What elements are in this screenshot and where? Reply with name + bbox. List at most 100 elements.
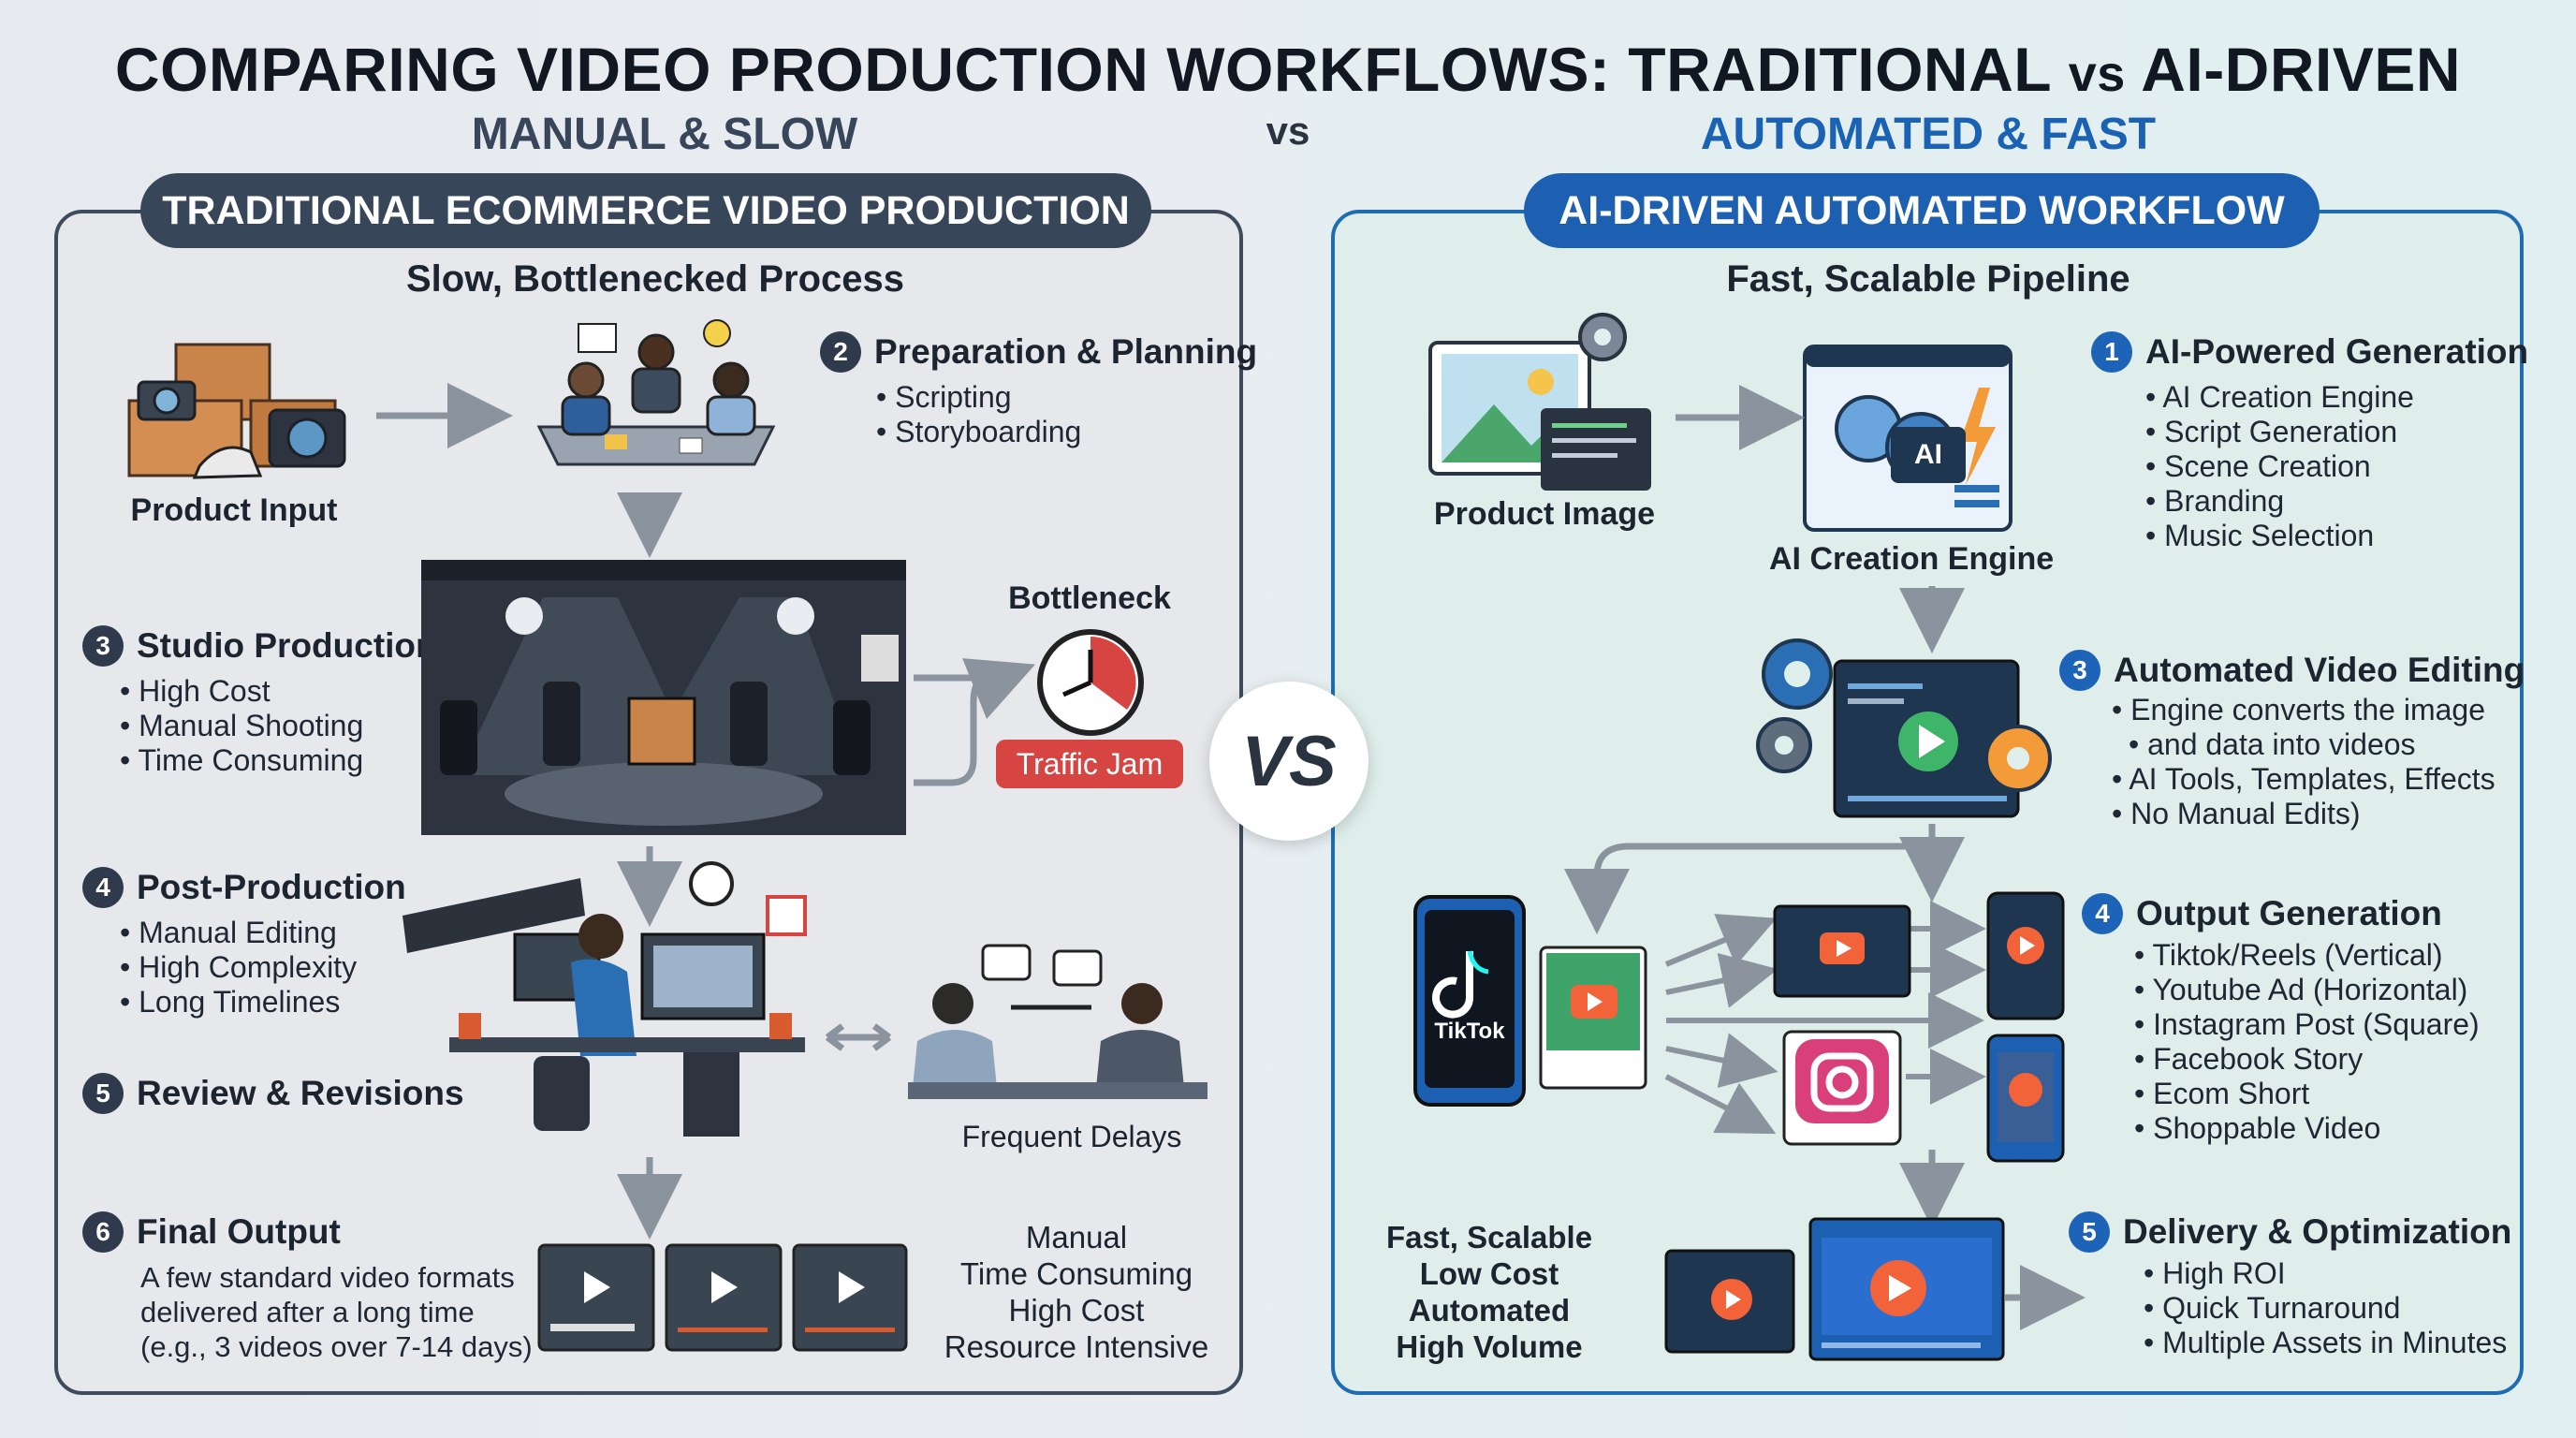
ai-step-1-bullet: Branding	[2145, 484, 2414, 519]
ai-step-4-bullet: Ecom Short	[2134, 1077, 2480, 1111]
final-output-videos	[537, 1243, 908, 1352]
summary-line: Time Consuming	[959, 1256, 1193, 1291]
ai-step-1-title: AI-Powered Generation	[2145, 332, 2529, 371]
title-part-traditional: COMPARING VIDEO PRODUCTION WORKFLOWS: TR…	[114, 35, 2051, 104]
ai-step-4-badge: 4	[2082, 893, 2123, 934]
traffic-jam-badge: Traffic Jam	[996, 740, 1183, 788]
ai-step-5-title: Delivery & Optimization	[2123, 1212, 2512, 1251]
product-image-label: Product Image	[1433, 496, 1656, 532]
ai-chip: AI	[1891, 427, 1966, 483]
ai-step-3: 3 Automated Video Editing	[2059, 650, 2525, 691]
ai-step-5-badge: 5	[2069, 1211, 2110, 1253]
video-thumbnail-3	[792, 1243, 908, 1352]
youtube-ad-icon	[1773, 904, 1911, 998]
ai-step-5-bullet: Multiple Assets in Minutes	[2144, 1326, 2507, 1360]
traditional-step-5: 5 Review & Revisions	[82, 1073, 464, 1114]
step-3-bullet: High Cost	[120, 674, 363, 709]
step-2-bullet: Storyboarding	[876, 415, 1081, 449]
step-4-bullet: High Complexity	[120, 950, 357, 985]
ai-step-3-bullet: and data into videos	[2112, 727, 2496, 762]
review-meeting-illustration	[908, 944, 1208, 1099]
ai-step-4-bullet: Youtube Ad (Horizontal)	[2134, 973, 2480, 1007]
step-6-description: A few standard video formats delivered a…	[140, 1260, 533, 1364]
product-image-icon	[1428, 313, 1651, 491]
step-3-bullet: Manual Shooting	[120, 709, 363, 743]
center-vs-label: vs	[1266, 109, 1310, 153]
step-2-bullets: Scripting Storyboarding	[876, 380, 1081, 449]
title-vs: vs	[2068, 46, 2126, 102]
ai-step-3-badge: 3	[2059, 650, 2100, 691]
ai-step-4-title: Output Generation	[2136, 894, 2442, 932]
ai-step-4-bullet: Shoppable Video	[2134, 1111, 2480, 1146]
summary-line: Automated	[1408, 1293, 1571, 1328]
ai-step-4-bullet: Instagram Post (Square)	[2134, 1007, 2480, 1042]
facebook-story-icon	[1986, 1034, 2065, 1163]
ai-engine-label: AI Creation Engine	[1769, 541, 2055, 577]
bottleneck-label: Bottleneck	[1008, 580, 1171, 616]
traditional-summary: Manual Time Consuming High Cost Resource…	[927, 1219, 1226, 1365]
product-input-label: Product Input	[130, 492, 338, 528]
summary-line: Fast, Scalable	[1385, 1220, 1593, 1255]
step-4-bullets: Manual Editing High Complexity Long Time…	[120, 916, 357, 1020]
traditional-step-6: 6 Final Output	[82, 1211, 341, 1253]
ai-step-3-bullets: Engine converts the image and data into …	[2112, 693, 2496, 831]
delivery-screens-illustration	[1664, 1217, 2005, 1361]
ai-step-5: 5 Delivery & Optimization	[2069, 1211, 2511, 1253]
summary-line: High Cost	[1008, 1293, 1145, 1328]
step-6-title: Final Output	[137, 1212, 341, 1251]
step-3-bullet: Time Consuming	[120, 743, 364, 778]
ai-subtitle: Fast, Scalable Pipeline	[1726, 258, 2130, 300]
ai-step-3-bullet: No Manual Edits)	[2112, 797, 2496, 831]
ai-step-3-title: Automated Video Editing	[2114, 651, 2525, 689]
vs-badge-text: VS	[1241, 721, 1337, 801]
step-4-title: Post-Production	[137, 868, 406, 906]
vs-badge: VS	[1209, 682, 1368, 841]
step-2-title: Preparation & Planning	[874, 332, 1258, 371]
ai-step-5-bullets: High ROI Quick Turnaround Multiple Asset…	[2144, 1256, 2507, 1360]
traditional-step-2: 2 Preparation & Planning	[820, 331, 1257, 373]
ai-step-1-bullet: Scene Creation	[2145, 449, 2414, 484]
step-6-badge: 6	[82, 1211, 124, 1253]
ai-step-4-bullet: Facebook Story	[2134, 1042, 2480, 1077]
step-3-bullets: High Cost Manual Shooting Time Consuming	[120, 674, 364, 778]
ai-summary: Fast, Scalable Low Cost Automated High V…	[1354, 1219, 1625, 1365]
step-4-bullet: Long Timelines	[120, 985, 357, 1020]
step-5-title: Review & Revisions	[137, 1074, 464, 1112]
ai-step-1-bullet: Script Generation	[2145, 415, 2414, 449]
video-thumbnail-1	[537, 1243, 655, 1352]
ai-step-1-bullet: Music Selection	[2145, 519, 2414, 553]
studio-production-illustration	[421, 560, 906, 835]
step-4-badge: 4	[82, 867, 124, 908]
ai-step-3-bullet-continuation: and data into videos	[2147, 727, 2416, 761]
traditional-step-4: 4 Post-Production	[82, 867, 406, 908]
automated-editing-illustration	[1756, 638, 2052, 818]
traditional-subtitle: Slow, Bottlenecked Process	[405, 258, 905, 300]
step-3-title: Studio Production	[137, 626, 437, 665]
step-5-badge: 5	[82, 1073, 124, 1114]
ai-step-1-bullet: AI Creation Engine	[2145, 380, 2414, 415]
ai-step-5-bullet: Quick Turnaround	[2144, 1291, 2507, 1326]
summary-line: Manual	[1025, 1220, 1128, 1255]
ai-step-1: 1 AI-Powered Generation	[2091, 331, 2528, 373]
tiktok-phone-illustration	[1413, 895, 1647, 1107]
ai-step-3-bullet: AI Tools, Templates, Effects	[2112, 762, 2495, 797]
traditional-step-3: 3 Studio Production	[82, 625, 437, 667]
clock-icon	[1037, 629, 1144, 736]
step-3-badge: 3	[82, 625, 124, 667]
title-part-ai: AI-DRIVEN	[2141, 35, 2462, 104]
product-boxes-illustration	[127, 343, 346, 479]
ai-step-1-bullets: AI Creation Engine Script Generation Sce…	[2145, 380, 2414, 553]
ai-step-4-bullet: Tiktok/Reels (Vertical)	[2134, 938, 2480, 973]
ai-step-4: 4 Output Generation	[2082, 893, 2442, 934]
summary-line: High Volume	[1396, 1329, 1583, 1364]
left-subhead: MANUAL & SLOW	[471, 110, 858, 159]
summary-line: Resource Intensive	[944, 1329, 1209, 1364]
planning-meeting-illustration	[536, 319, 776, 466]
traditional-pill: TRADITIONAL ECOMMERCE VIDEO PRODUCTION	[140, 173, 1151, 248]
right-subhead: AUTOMATED & FAST	[1700, 110, 2157, 159]
ai-pill: AI-DRIVEN AUTOMATED WORKFLOW	[1524, 173, 2320, 248]
summary-line: Low Cost	[1419, 1256, 1559, 1291]
ai-step-4-bullets: Tiktok/Reels (Vertical) Youtube Ad (Hori…	[2134, 938, 2480, 1146]
